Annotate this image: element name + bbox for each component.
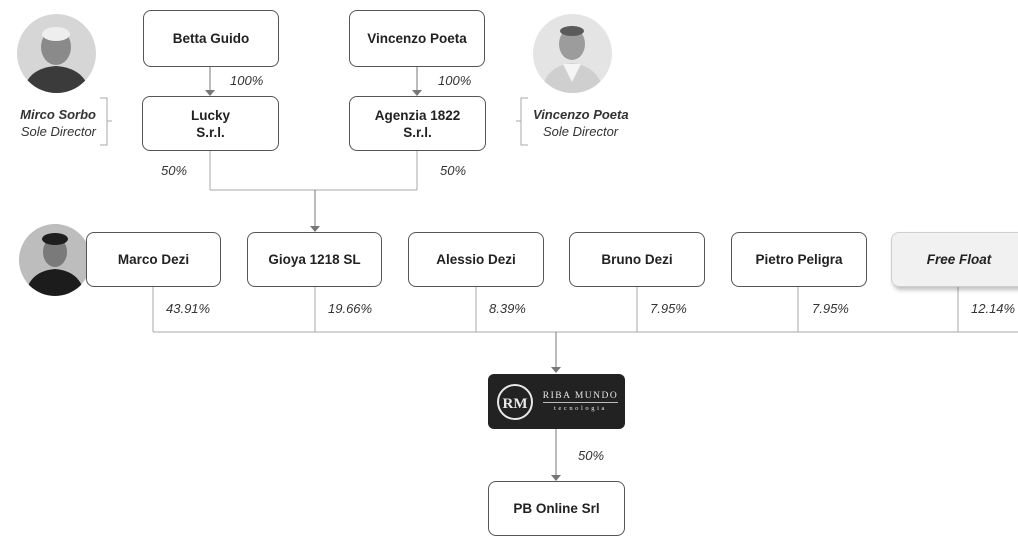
director-name: Mirco Sorbo <box>20 107 96 122</box>
ownership-pct: 50% <box>440 163 467 178</box>
ownership-pct: 50% <box>161 163 188 178</box>
arrowheads <box>205 90 561 481</box>
node-vincenzo-poeta[interactable]: Vincenzo Poeta <box>349 10 485 67</box>
logo-subtitle: tecnologia <box>553 405 608 412</box>
node-alessio-dezi[interactable]: Alessio Dezi <box>408 232 544 287</box>
ownership-pct: 7.95% <box>812 301 849 316</box>
riba-mundo-logo[interactable]: RM RIBA MUNDO tecnologia <box>488 374 625 429</box>
node-agenzia-1822[interactable]: Agenzia 1822 S.r.l. <box>349 96 486 151</box>
director-name: Vincenzo Poeta <box>533 107 629 122</box>
person-photo-icon <box>19 224 91 296</box>
ownership-pct: 12.14% <box>971 301 1016 316</box>
person-photo-icon <box>17 14 96 93</box>
avatar-vincenzo-poeta <box>533 14 612 93</box>
director-role: Sole Director <box>20 124 96 139</box>
node-gioya-1218-sl[interactable]: Gioya 1218 SL <box>247 232 382 287</box>
node-free-float[interactable]: Free Float <box>891 232 1018 287</box>
director-right: Vincenzo Poeta Sole Director <box>533 106 629 140</box>
rm-monogram-icon: RM <box>496 383 533 420</box>
svg-text:RM: RM <box>502 396 527 412</box>
ownership-pct: 19.66% <box>328 301 373 316</box>
node-marco-dezi[interactable]: Marco Dezi <box>86 232 221 287</box>
ownership-pct: 7.95% <box>650 301 687 316</box>
ownership-pct: 43.91% <box>166 301 211 316</box>
ownership-pct: 8.39% <box>489 301 526 316</box>
logo-name: RIBA MUNDO <box>542 391 619 403</box>
avatar-marco-dezi <box>19 224 91 296</box>
director-left: Mirco Sorbo Sole Director <box>8 106 96 140</box>
avatar-mirco-sorbo <box>17 14 96 93</box>
ownership-pct: 100% <box>230 73 264 88</box>
node-lucky-srl[interactable]: Lucky S.r.l. <box>142 96 279 151</box>
ownership-pct: 50% <box>578 448 605 463</box>
node-betta-guido[interactable]: Betta Guido <box>143 10 279 67</box>
person-photo-icon <box>533 14 612 93</box>
director-role: Sole Director <box>543 124 619 139</box>
node-pb-online-srl[interactable]: PB Online Srl <box>488 481 625 536</box>
ownership-pct: 100% <box>438 73 472 88</box>
node-bruno-dezi[interactable]: Bruno Dezi <box>569 232 705 287</box>
node-pietro-peligra[interactable]: Pietro Peligra <box>731 232 867 287</box>
